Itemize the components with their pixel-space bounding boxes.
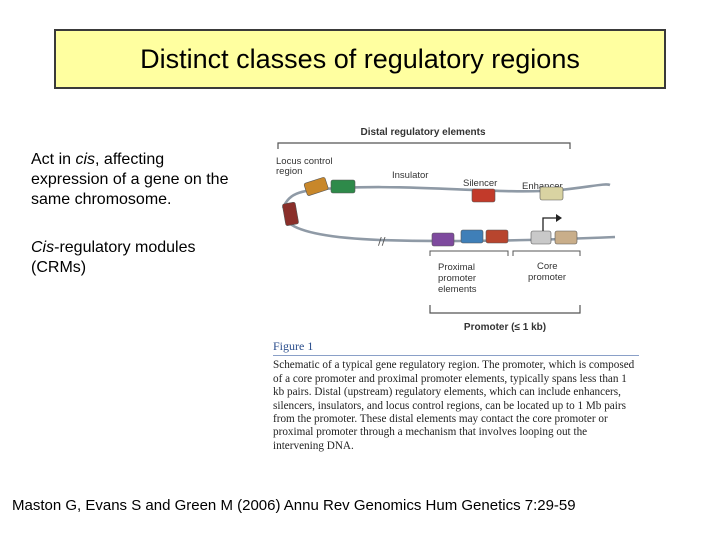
- proximal-bracket: [429, 250, 509, 256]
- label-lcr-2: region: [276, 166, 302, 177]
- regulatory-region-schematic: Distal regulatory elements // Locus cont…: [276, 127, 616, 333]
- label-proximal-2: promoter: [438, 273, 476, 284]
- label-silencer: Silencer: [463, 178, 497, 189]
- bullet-cis-italic: cis: [75, 151, 96, 168]
- tss-arrowhead-icon: [556, 214, 562, 222]
- break-mark: //: [378, 235, 386, 248]
- silencer-element: [471, 188, 496, 203]
- bullet-cis: Act in cis, affecting expression of a ge…: [31, 150, 236, 210]
- caption-text: Schematic of a typical gene regulatory r…: [273, 359, 635, 452]
- citation: Maston G, Evans S and Green M (2006) Ann…: [12, 497, 576, 514]
- tss-arrow: [542, 217, 556, 231]
- label-proximal-1: Proximal: [438, 262, 475, 273]
- core-bracket: [512, 250, 581, 256]
- lcr-element: [303, 177, 329, 196]
- insulator-element: [330, 179, 356, 194]
- slide-title: Distinct classes of regulatory regions: [140, 43, 580, 74]
- label-proximal-3: elements: [438, 284, 477, 295]
- enhancer-element: [539, 186, 564, 201]
- dna-strand-upper: [281, 183, 611, 209]
- bullet-crms-italic: Cis: [31, 239, 55, 256]
- label-enhancer: Enhancer: [522, 181, 563, 192]
- proximal-element-tan: [554, 230, 578, 245]
- bullet-cis-prefix: Act in: [31, 151, 76, 168]
- title-box: Distinct classes of regulatory regions: [54, 29, 666, 89]
- proximal-element-blue: [460, 229, 484, 244]
- promoter-bracket: [429, 305, 581, 314]
- bullet-cis-rest: , affecting expression of a gene on the …: [31, 151, 229, 208]
- caption-title: Figure 1: [273, 339, 639, 357]
- label-distal-elements: Distal regulatory elements: [360, 127, 485, 138]
- lcr-element-lower: [282, 201, 299, 226]
- label-core-2: promoter: [528, 272, 566, 283]
- label-lcr-1: Locus control: [276, 156, 333, 167]
- label-core-1: Core: [537, 261, 558, 272]
- proximal-element-red: [485, 229, 509, 244]
- figure-caption: Figure 1 Schematic of a typical gene reg…: [273, 339, 639, 453]
- label-promoter: Promoter (≤ 1 kb): [464, 322, 546, 333]
- core-promoter-element: [530, 230, 552, 245]
- proximal-element-purple: [431, 232, 455, 247]
- bullet-crms-rest: -regulatory modules (CRMs): [31, 239, 196, 276]
- label-insulator: Insulator: [392, 170, 428, 181]
- distal-bracket: [277, 142, 571, 149]
- bullet-crms: Cis-regulatory modules (CRMs): [31, 238, 236, 278]
